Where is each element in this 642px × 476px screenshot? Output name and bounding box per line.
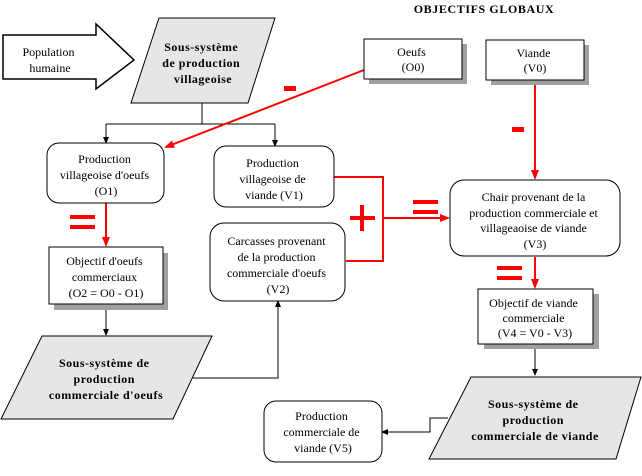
village-meat-node: Production villageoise de viande (V1) xyxy=(213,145,335,208)
parallelogram-shape xyxy=(428,376,642,460)
meat-subsystem-label: Sous-système de production commerciale d… xyxy=(471,397,599,443)
equals-meat-goal-operator xyxy=(497,266,522,280)
carcasses-label: Carcasses provenant de la production com… xyxy=(227,234,329,296)
village-eggs-label: Production villageoise d'oeufs (O1) xyxy=(60,152,152,198)
box-shape xyxy=(485,39,585,81)
commercial-eggs-goal-label: Objectif d'oeufs commerciaux (O2 = O0 - … xyxy=(66,254,145,300)
village-meat-label: Production villageoise de viande (V1) xyxy=(239,156,308,202)
parallelogram-shape xyxy=(0,335,213,420)
diagram-title: OBJECTIFS GLOBAUX xyxy=(414,2,555,16)
commercial-meat-label: Production commerciale de viande (V5) xyxy=(283,409,362,455)
meat-total-label: Chair provenant de la production commerc… xyxy=(469,190,601,251)
equals-meat-sum-operator xyxy=(413,200,438,214)
rounded-box-shape xyxy=(209,222,346,302)
population-node: Population humaine xyxy=(2,22,136,91)
village-eggs-node: Production villageoise d'oeufs (O1) xyxy=(46,142,165,204)
eggs-subsystem-label: Sous-système de production commerciale d… xyxy=(49,356,163,402)
box-shape xyxy=(477,288,594,345)
equals-eggs-operator xyxy=(70,215,95,229)
meat-goal-node: Viande (V0) xyxy=(485,39,589,85)
meat-goal-label: Viande (V0) xyxy=(517,46,554,75)
eggs-subsystem-node: Sous-système de production commerciale d… xyxy=(0,335,213,420)
eggs-goal-label: Oeufs (O0) xyxy=(397,45,429,74)
carcasses-node: Carcasses provenant de la production com… xyxy=(209,222,346,302)
connector-meat-subsystem-to-v5 xyxy=(381,417,448,435)
connector-eggs-subsystem-to-carcasses xyxy=(193,300,281,379)
plus-meat-operator xyxy=(350,205,375,231)
red-connectors xyxy=(102,69,539,289)
parallelogram-shape xyxy=(130,17,276,104)
commercial-eggs-goal-node: Objectif d'oeufs commerciaux (O2 = O0 - … xyxy=(48,246,168,310)
village-subsystem-node: Sous-système de production villageoise xyxy=(130,17,276,104)
rounded-box-shape xyxy=(213,145,335,208)
meat-total-node: Chair provenant de la production commerc… xyxy=(449,179,621,257)
box-shape xyxy=(48,246,164,305)
rounded-box-shape xyxy=(263,400,383,463)
minus-eggs-operator xyxy=(284,86,296,91)
eggs-goal-node: Oeufs (O0) xyxy=(363,38,467,84)
commercial-meat-node: Production commerciale de viande (V5) xyxy=(263,400,383,463)
village-subsystem-label: Sous-système de production villageoise xyxy=(162,40,243,86)
rounded-box-shape xyxy=(449,179,621,257)
rounded-box-shape xyxy=(46,142,165,204)
population-label: Population humaine xyxy=(22,45,77,75)
connector-o0-to-o1 xyxy=(164,69,365,148)
commercial-meat-goal-node: Objectif de viande commerciale (V4 = V0 … xyxy=(477,288,599,349)
minus-meat-operator xyxy=(512,127,524,132)
commercial-meat-goal-label: Objectif de viande commerciale (V4 = V0 … xyxy=(489,296,581,340)
box-shape xyxy=(363,38,463,80)
block-arrow-shape xyxy=(2,22,136,91)
operators xyxy=(70,86,524,280)
meat-subsystem-node: Sous-système de production commerciale d… xyxy=(428,376,642,460)
